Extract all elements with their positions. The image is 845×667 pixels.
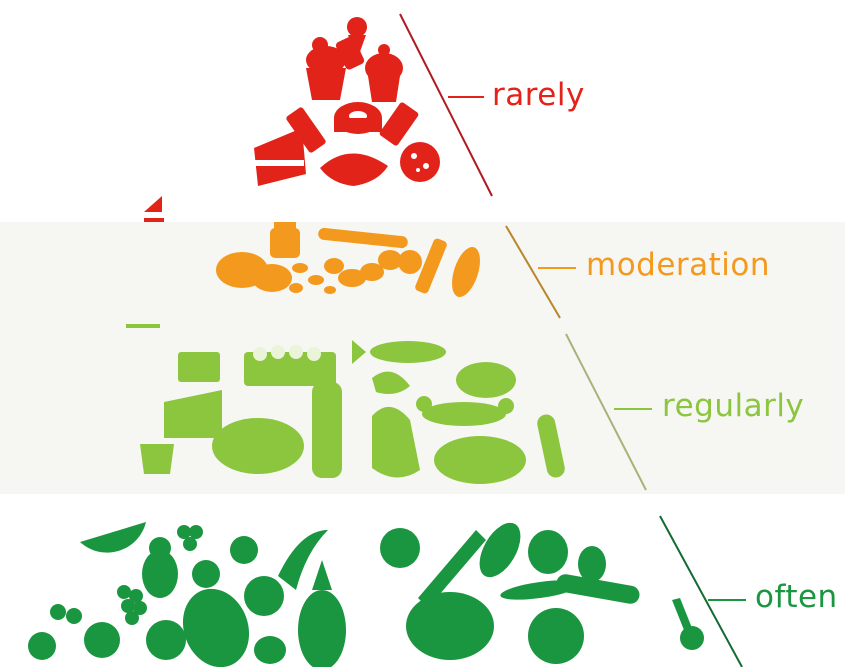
butter-icon — [178, 352, 220, 382]
cheese-wheel-icon — [212, 418, 304, 474]
muffin-icon — [365, 44, 403, 102]
rarely-tier — [254, 17, 440, 186]
rarely-label: rarely — [492, 77, 585, 113]
often-label: often — [755, 579, 838, 615]
pepper-icon — [528, 530, 568, 574]
garlic-icon — [578, 546, 606, 582]
small-pear-icon — [254, 636, 286, 664]
donut-icon — [334, 102, 382, 134]
cabbage-icon — [528, 608, 584, 664]
small-mark-left — [126, 324, 160, 328]
pomegranate-icon — [244, 576, 284, 616]
cake-slice-icon — [254, 128, 306, 186]
tomato-icon — [380, 528, 420, 568]
yogurt-cup-icon — [140, 444, 174, 474]
chicken-icon — [434, 436, 526, 484]
regularly-label: regularly — [662, 388, 804, 424]
salmon-steak-icon — [456, 362, 516, 398]
small-cake-slice-icon — [144, 196, 164, 222]
milk-bottle-icon — [312, 372, 342, 478]
berry-icon — [192, 560, 220, 588]
jar-icon — [270, 222, 300, 258]
cookie-icon — [400, 142, 440, 182]
moderation-label: moderation — [586, 247, 770, 283]
potato-icon — [398, 250, 422, 274]
pumpkin-icon — [406, 592, 494, 660]
croissant-icon — [320, 153, 388, 186]
